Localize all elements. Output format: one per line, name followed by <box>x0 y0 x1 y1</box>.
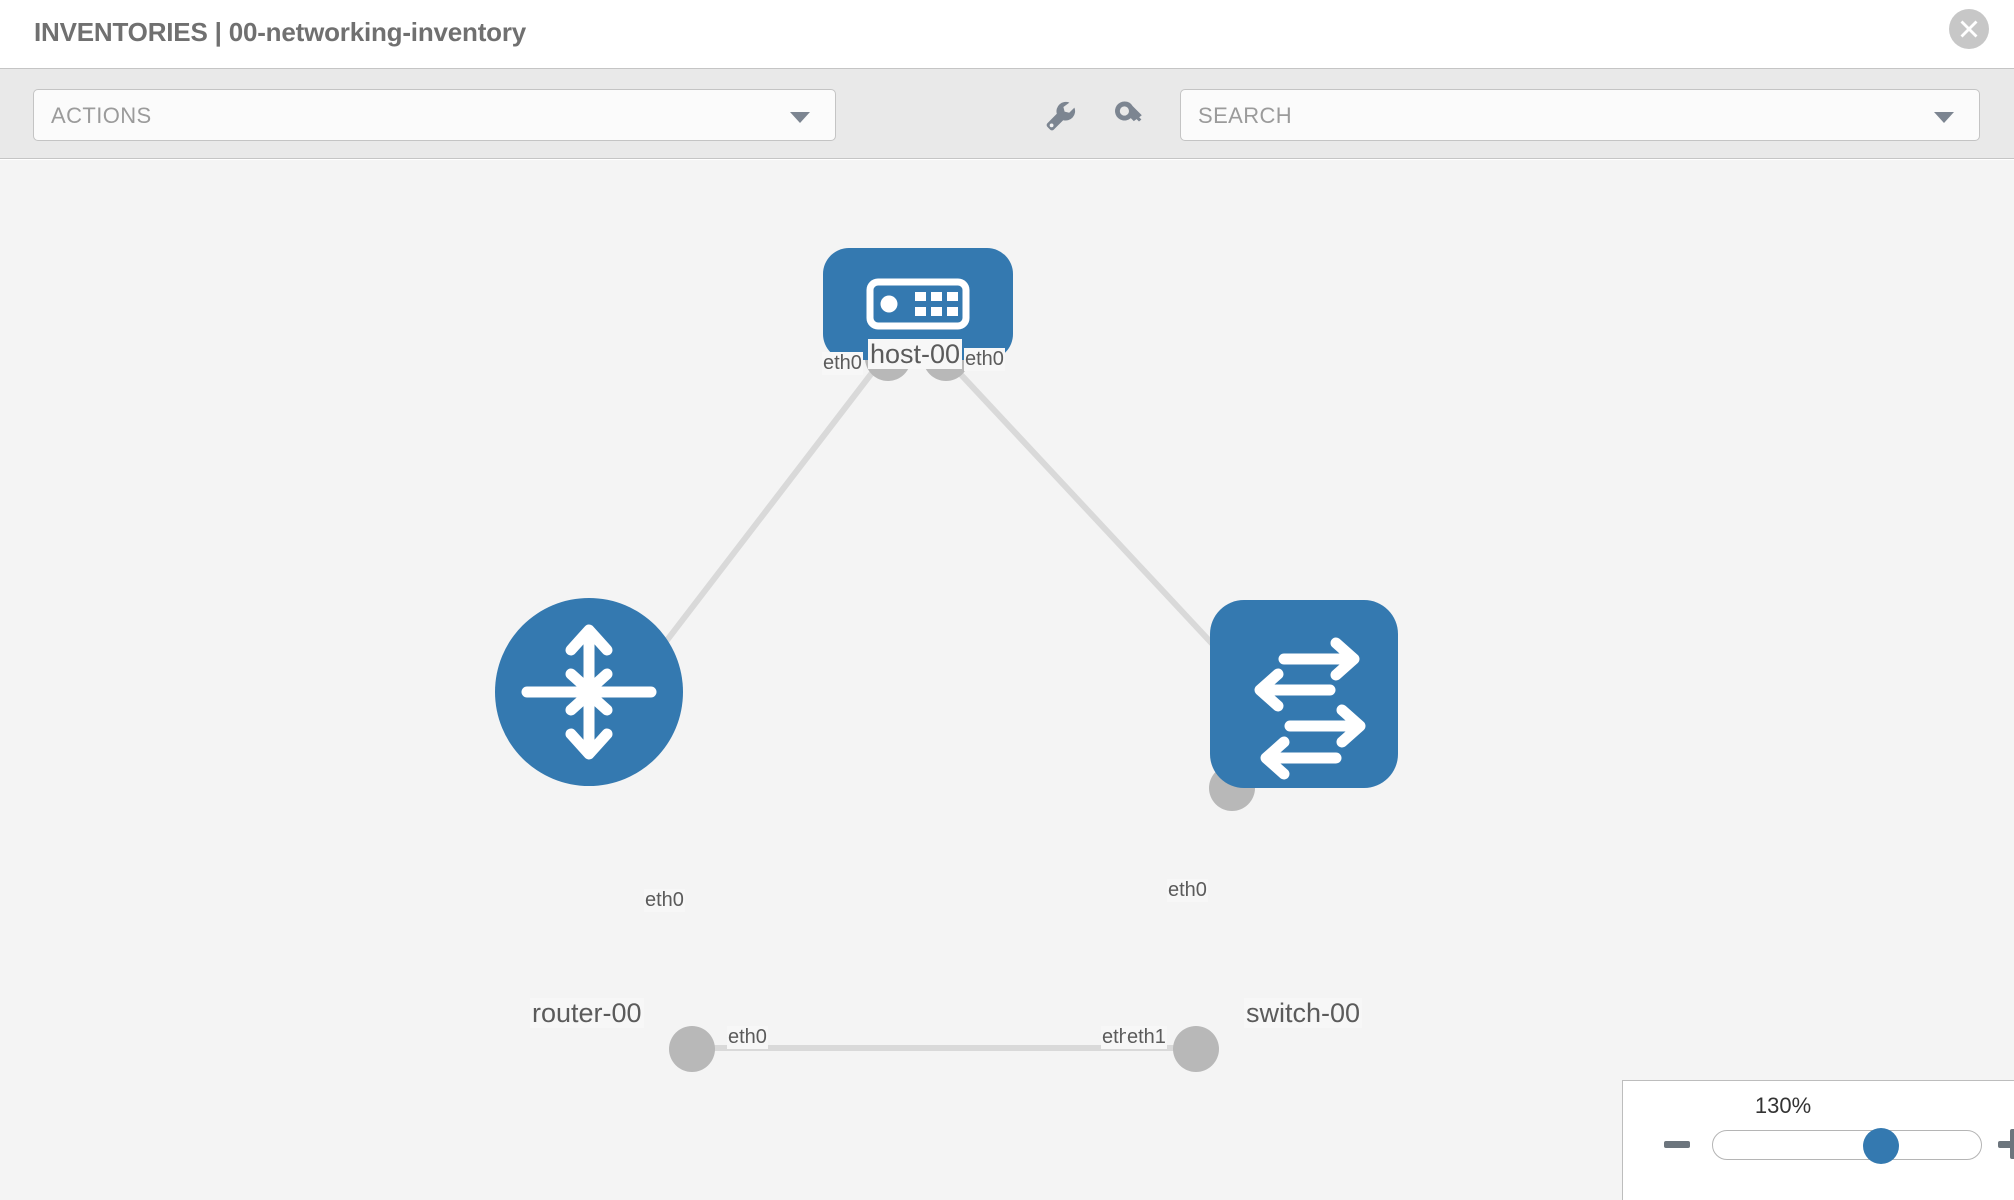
zoom-slider-thumb[interactable] <box>1863 1128 1899 1164</box>
chevron-down-icon[interactable] <box>1934 112 1954 123</box>
zoom-control-panel: 130% <box>1622 1080 2014 1200</box>
iface-label-switch-up: eth0 <box>1167 879 1208 902</box>
iface-label-router-right: eth0 <box>727 1026 768 1049</box>
zoom-slider[interactable] <box>1712 1128 1982 1164</box>
iface-label-host-right: eth0 <box>964 348 1005 371</box>
node-label-switch-00: switch-00 <box>1244 998 1363 1028</box>
zoom-percent-label: 130% <box>1754 1093 1812 1118</box>
wrench-icon[interactable] <box>1042 97 1080 135</box>
node-host-00 <box>823 248 1013 360</box>
chevron-down-icon <box>790 112 810 123</box>
topology-ports <box>669 335 1255 1072</box>
actions-dropdown-label: ACTIONS <box>51 103 152 128</box>
search-input[interactable]: SEARCH <box>1180 89 1980 141</box>
toolbar: ACTIONS SEARCH <box>0 68 2014 159</box>
node-router-00 <box>495 598 683 786</box>
node-switch-00 <box>1210 600 1398 788</box>
topology-canvas[interactable]: eth0 host-00 eth0 eth0 eth0 eth0 eth eth… <box>0 160 2014 1200</box>
node-label-host-00: host-00 <box>868 339 963 369</box>
close-icon[interactable] <box>1949 9 1989 49</box>
modal-header: INVENTORIES | 00-networking-inventory <box>0 0 2014 68</box>
iface-label-host-left: eth0 <box>822 352 863 375</box>
topology-links <box>622 362 1249 1051</box>
iface-label-switch-left: eth1 <box>1126 1026 1167 1049</box>
search-placeholder: SEARCH <box>1198 103 1293 128</box>
page-title: INVENTORIES | 00-networking-inventory <box>34 17 527 47</box>
actions-dropdown[interactable]: ACTIONS <box>33 89 836 141</box>
iface-label-router-up: eth0 <box>644 889 685 912</box>
iface-label-switch-left-overlap: eth <box>1101 1026 1131 1049</box>
zoom-in-button[interactable] <box>1998 1129 2014 1159</box>
zoom-out-button[interactable] <box>1664 1141 1690 1148</box>
node-label-router-00: router-00 <box>530 998 644 1028</box>
key-icon[interactable] <box>1110 97 1148 135</box>
